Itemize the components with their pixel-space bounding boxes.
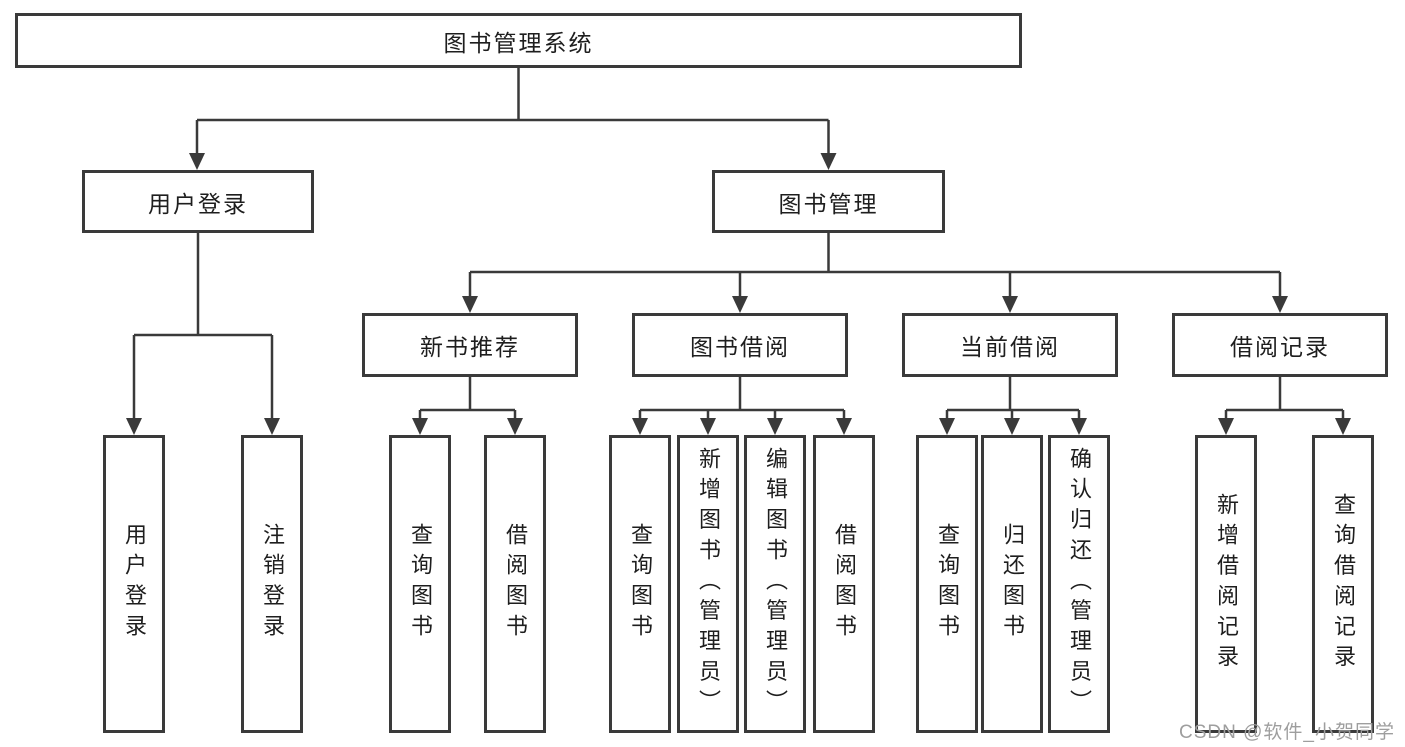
- leaf-label: 注销登录: [260, 523, 285, 645]
- leaf-label: 查询图书: [628, 523, 653, 645]
- leaf-label: 借阅图书: [832, 523, 857, 645]
- leaf-label: 确认归还（管理员）: [1067, 447, 1092, 721]
- node-book-management: 图书管理: [712, 170, 945, 233]
- leaf-label: 用户登录: [122, 523, 147, 645]
- leaf-logout: 注销登录: [241, 435, 303, 733]
- leaf-add-borrow-record: 新增借阅记录: [1195, 435, 1257, 733]
- leaf-label: 新增借阅记录: [1214, 492, 1239, 676]
- leaf-add-books-admin: 新增图书（管理员）: [677, 435, 739, 733]
- node-label: 图书管理: [778, 190, 879, 217]
- leaf-label: 编辑图书（管理员）: [763, 447, 788, 721]
- leaf-query-books-borrowing: 查询图书: [609, 435, 671, 733]
- node-label: 图书管理系统: [443, 29, 594, 56]
- node-label: 借阅记录: [1230, 334, 1330, 360]
- leaf-query-books-current: 查询图书: [916, 435, 978, 733]
- node-new-book-recommend: 新书推荐: [362, 313, 578, 377]
- watermark: CSDN @软件_小贺同学: [1179, 722, 1395, 743]
- leaf-query-borrow-record: 查询借阅记录: [1312, 435, 1374, 733]
- node-label: 图书借阅: [690, 334, 790, 360]
- leaf-query-books-recommend: 查询图书: [389, 435, 451, 733]
- node-label: 当前借阅: [960, 334, 1060, 360]
- leaf-borrow-books: 借阅图书: [813, 435, 875, 733]
- leaf-return-books: 归还图书: [981, 435, 1043, 733]
- node-library-system: 图书管理系统: [15, 13, 1022, 68]
- leaf-label: 查询图书: [408, 523, 433, 645]
- node-label: 新书推荐: [420, 334, 520, 360]
- leaf-label: 新增图书（管理员）: [696, 447, 721, 721]
- node-borrowing-records: 借阅记录: [1172, 313, 1388, 377]
- leaf-confirm-return-admin: 确认归还（管理员）: [1048, 435, 1110, 733]
- leaf-label: 查询借阅记录: [1331, 492, 1356, 676]
- leaf-label: 借阅图书: [503, 523, 528, 645]
- leaf-borrow-books-recommend: 借阅图书: [484, 435, 546, 733]
- node-label: 用户登录: [148, 190, 248, 217]
- node-user-login: 用户登录: [82, 170, 314, 233]
- leaf-label: 查询图书: [935, 523, 960, 645]
- leaf-user-login: 用户登录: [103, 435, 165, 733]
- leaf-label: 归还图书: [1000, 523, 1025, 645]
- leaf-edit-books-admin: 编辑图书（管理员）: [744, 435, 806, 733]
- node-current-borrowing: 当前借阅: [902, 313, 1118, 377]
- node-book-borrowing: 图书借阅: [632, 313, 848, 377]
